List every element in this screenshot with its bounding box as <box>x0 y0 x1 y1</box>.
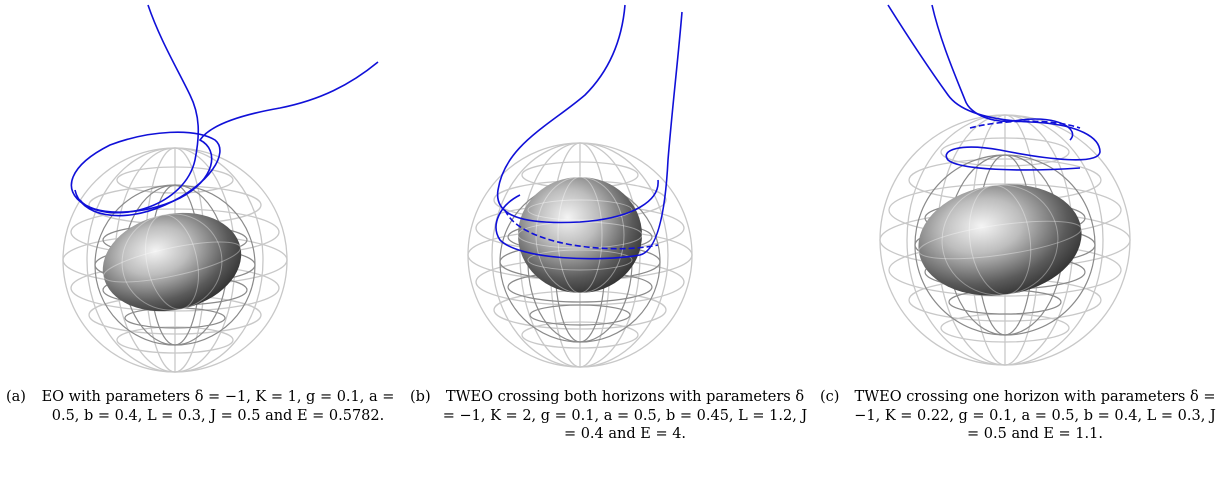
orbit-trajectory <box>495 4 683 260</box>
ergosurface-solid <box>517 176 643 294</box>
ergosurface-solid <box>918 184 1082 296</box>
caption-b: (b) TWEO crossing both horizons with par… <box>410 388 810 444</box>
caption-b-label: (b) <box>410 389 431 405</box>
caption-c-label: (c) <box>820 389 840 405</box>
figure-c-plot <box>879 4 1131 366</box>
orbit-trajectory <box>887 4 1101 171</box>
caption-c: (c) TWEO crossing one horizon with param… <box>820 388 1220 444</box>
ergosurface-solid <box>102 212 242 312</box>
figure-b: (b) TWEO crossing both horizons with par… <box>410 0 810 477</box>
figure-c: (c) TWEO crossing one horizon with param… <box>820 0 1220 477</box>
caption-a-text: EO with parameters δ = −1, K = 1, g = 0.… <box>41 389 395 424</box>
caption-a: (a) EO with parameters δ = −1, K = 1, g … <box>6 388 398 425</box>
figure-a-plot <box>62 4 379 373</box>
orbit-trajectory <box>70 4 379 217</box>
caption-a-label: (a) <box>6 389 26 405</box>
caption-b-text: TWEO crossing both horizons with paramet… <box>442 389 808 442</box>
figure-b-plot <box>467 4 693 368</box>
figure-a: (a) EO with parameters δ = −1, K = 1, g … <box>0 0 400 477</box>
caption-c-text: TWEO crossing one horizon with parameter… <box>854 389 1216 442</box>
